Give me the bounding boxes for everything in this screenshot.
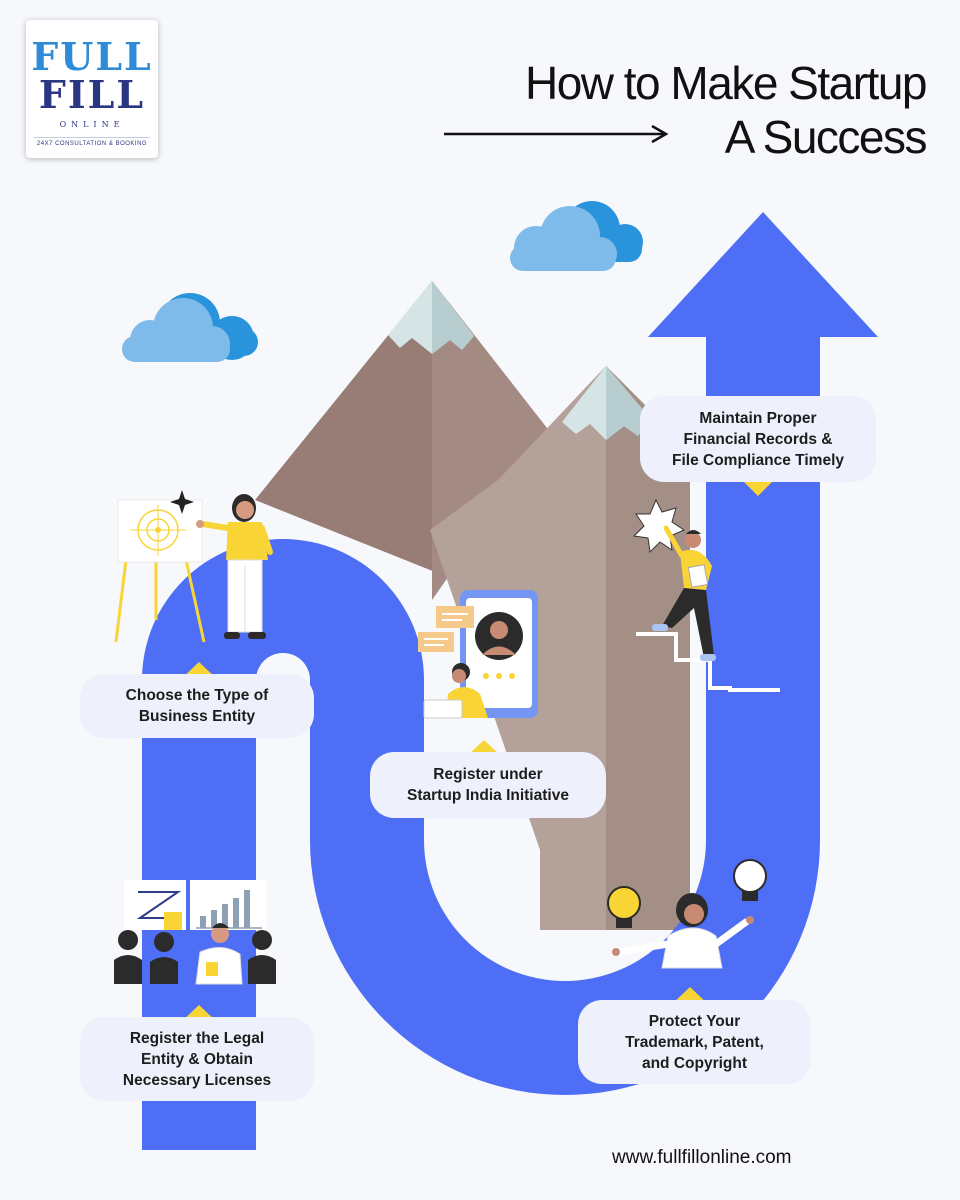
logo-line-2: FILL — [38, 72, 146, 117]
step-label-line: Maintain Proper — [699, 409, 817, 427]
step-label-startup-india: Register under Startup India Initiative — [370, 752, 606, 818]
logo-tagline: 24X7 CONSULTATION & BOOKING — [34, 137, 150, 147]
step-label-line: Register under — [433, 766, 543, 783]
step-label-line: and Copyright — [641, 1054, 748, 1072]
page-title-line-1: How to Make Startup — [524, 57, 928, 109]
step-label-line: Trademark, Patent, — [625, 1033, 764, 1051]
step-label-line: Startup India Initiative — [407, 787, 569, 804]
cloud-icon — [122, 293, 258, 362]
step-label-protect-ip: Protect Your Trademark, Patent, and Copy… — [578, 1000, 811, 1084]
mountain-icon — [255, 281, 690, 930]
logo-line-1: FULL — [31, 34, 153, 79]
step-label-line: Register the Legal — [129, 1029, 265, 1047]
step-label-line: File Compliance Timely — [672, 451, 844, 469]
cloud-icon — [510, 201, 643, 271]
lightbulb-icon — [607, 859, 767, 969]
step-label-line: Business Entity — [138, 708, 256, 725]
step-label-line: Necessary Licenses — [122, 1071, 272, 1089]
step-label-line: Entity & Obtain — [141, 1050, 253, 1068]
phone-call-icon — [418, 590, 538, 719]
title-arrow-icon — [444, 124, 669, 144]
step-label-line: Financial Records & — [683, 430, 833, 448]
website-link[interactable]: www.fullfillonline.com — [612, 1147, 792, 1168]
step-label-line: Protect Your — [648, 1012, 741, 1030]
meeting-icon — [114, 880, 276, 985]
step-label-choose-entity: Choose the Type of Business Entity — [80, 674, 314, 738]
step-label-register-legal-entity: Register the Legal Entity & Obtain Neces… — [80, 1017, 314, 1101]
presenter-icon — [114, 490, 273, 643]
brand-logo: FULL FILL ONLINE 24X7 CONSULTATION & BOO… — [26, 20, 158, 158]
climber-icon — [632, 498, 780, 692]
step-label-financial-records: Maintain Proper Financial Records & File… — [640, 396, 876, 482]
step-label-line: Choose the Type of — [125, 687, 269, 704]
logo-subtitle: ONLINE — [59, 120, 125, 129]
page-title-line-2: A Success — [724, 111, 928, 163]
